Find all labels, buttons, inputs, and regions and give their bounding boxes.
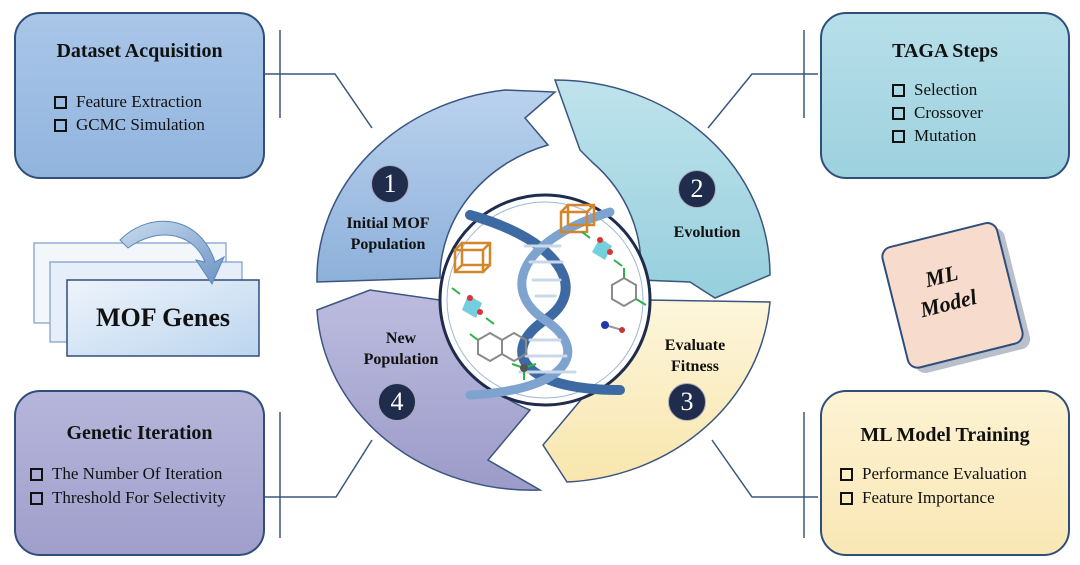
ml-model-training-box: ML Model Training Performance Evaluation…	[820, 390, 1070, 556]
list-item-threshold-selectivity: Threshold For Selectivity	[30, 488, 226, 508]
checkbox-icon	[54, 95, 67, 109]
checkbox-icon	[54, 118, 67, 132]
item-label: The Number Of Iteration	[52, 464, 223, 483]
list-item-feature-extraction: Feature Extraction	[54, 92, 202, 112]
item-label: Crossover	[914, 103, 983, 122]
item-label: Selection	[914, 80, 978, 99]
taga-steps-box: TAGA Steps Selection Crossover Mutation	[820, 12, 1070, 179]
item-label: Mutation	[914, 126, 977, 145]
genetic-iteration-box: Genetic Iteration The Number Of Iteratio…	[14, 390, 265, 556]
item-label: Feature Importance	[862, 488, 995, 507]
step-label-3-line1: Evaluate	[664, 337, 726, 354]
checkbox-icon	[840, 491, 853, 505]
step-label-3-line2: Fitness	[671, 358, 719, 375]
ml-model-training-title: ML Model Training	[860, 424, 1030, 446]
mof-structure-icon	[453, 241, 492, 274]
cycle-segment-2	[553, 79, 771, 299]
dataset-acquisition-title: Dataset Acquisition	[56, 40, 223, 62]
checkbox-icon	[30, 467, 43, 481]
mof-cage-icon	[559, 203, 596, 234]
step-label-2: Evolution	[652, 222, 762, 243]
cycle-segment-1	[316, 89, 557, 283]
list-item-selection: Selection	[892, 80, 977, 100]
step-number-1: 1	[371, 165, 409, 203]
curved-arrow-icon	[119, 220, 226, 286]
step-label-3: Evaluate Fitness	[640, 335, 750, 377]
small-molecule-icon	[601, 321, 625, 333]
checkbox-icon	[892, 106, 905, 120]
item-label: Performance Evaluation	[862, 464, 1027, 483]
step-label-1-line2: Population	[350, 236, 426, 253]
ml-model-card	[881, 222, 1031, 373]
mof-genes-label: MOF Genes	[95, 303, 231, 332]
step-label-2-line1: Evolution	[673, 224, 741, 241]
genetic-iteration-title: Genetic Iteration	[66, 422, 213, 444]
step-label-4-line2: Population	[363, 351, 439, 368]
list-item-feature-importance: Feature Importance	[840, 488, 995, 508]
metal-cluster-icon	[581, 231, 623, 267]
checkbox-icon	[840, 467, 853, 481]
taga-steps-title: TAGA Steps	[892, 40, 998, 62]
step-number-2: 2	[678, 170, 716, 208]
checkbox-icon	[892, 83, 905, 97]
step-number-4: 4	[378, 383, 416, 421]
metal-cluster-icon-2	[451, 287, 495, 325]
item-label: Threshold For Selectivity	[52, 488, 226, 507]
dna-helix-icon	[465, 207, 625, 400]
item-label: GCMC Simulation	[76, 115, 205, 134]
mof-genes-stack	[33, 242, 260, 357]
list-item-mutation: Mutation	[892, 126, 976, 146]
list-item-crossover: Crossover	[892, 103, 983, 123]
item-label: Feature Extraction	[76, 92, 203, 111]
naphthalene-icon	[469, 331, 527, 363]
step-label-1-line1: Initial MOF	[346, 215, 430, 232]
list-item-number-of-iteration: The Number Of Iteration	[30, 464, 222, 484]
step-label-4-line1: New	[385, 330, 417, 347]
list-item-gcmc-simulation: GCMC Simulation	[54, 115, 205, 135]
dataset-acquisition-box: Dataset Acquisition Feature Extraction G…	[14, 12, 265, 179]
checkbox-icon	[892, 129, 905, 143]
benzene-ring-icon	[611, 268, 647, 308]
connector-lines	[263, 30, 818, 538]
checkbox-icon	[30, 491, 43, 505]
step-number-3: 3	[668, 383, 706, 421]
list-item-performance-evaluation: Performance Evaluation	[840, 464, 1027, 484]
tetrahedral-molecule-icon	[511, 363, 537, 380]
step-label-4: New Population	[346, 328, 456, 370]
step-label-1: Initial MOF Population	[326, 213, 450, 255]
